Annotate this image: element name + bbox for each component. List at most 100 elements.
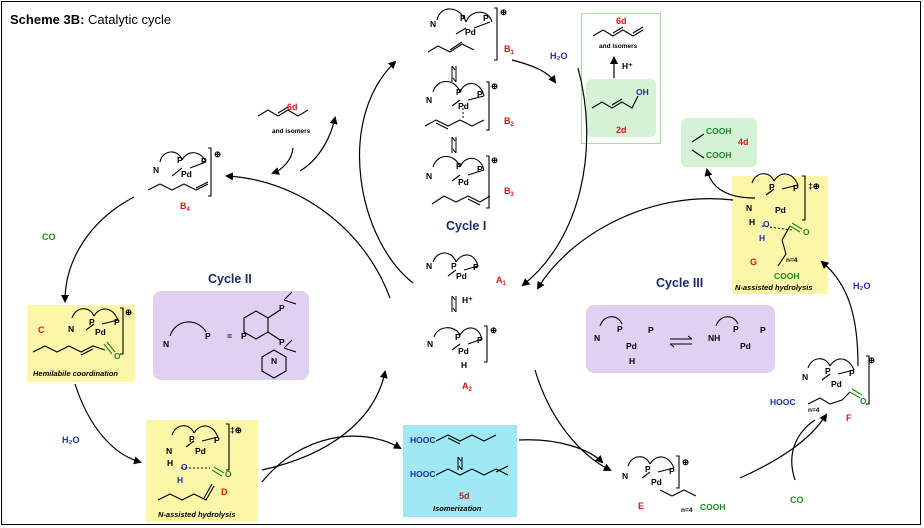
arrow-b3-to-a1 [521, 67, 588, 287]
label-a2: A2 [462, 381, 472, 394]
d-pd: Pd [195, 446, 206, 456]
arrow-6d-to-b4 [271, 147, 294, 175]
label-b2: B2 [504, 116, 514, 129]
arrow-d-to-5d [261, 435, 402, 483]
tether-e [627, 456, 675, 469]
b1-pd: Pd [465, 27, 476, 37]
caption-hemilabile: Hemilabile coordination [33, 369, 119, 378]
caption-isomers-left: and isomers [272, 128, 311, 135]
ligand-bonds [267, 291, 297, 353]
ligand-ring [243, 310, 269, 340]
tether-b2 [432, 80, 485, 97]
chain-b1 [427, 41, 475, 53]
b2-n: N [426, 95, 433, 105]
ligand-eq: = [227, 331, 232, 341]
b1-charge: ⊕ [500, 7, 508, 17]
b3-charge: ⊕ [491, 155, 499, 165]
e-p2: P [669, 466, 675, 476]
tether-a2 [433, 327, 483, 340]
tether-g [751, 173, 799, 186]
c-p1: P [89, 317, 95, 327]
g-n4: n=4 [786, 257, 798, 264]
b2-pd: Pd [458, 101, 469, 111]
ligand-p-top: P [279, 303, 285, 313]
b3-n: N [426, 171, 433, 181]
label-d: D [221, 487, 228, 497]
caption-isomers-top: and isomers [599, 43, 638, 50]
chain-f [807, 391, 851, 405]
a2-charge: ⊕ [490, 325, 498, 335]
arrow-co-to-f [791, 419, 816, 481]
label-b4: B4 [180, 201, 190, 214]
eq-right-pd: Pd [740, 341, 751, 351]
arrow-g-to-4d [704, 168, 756, 199]
a1-p2: P [473, 262, 479, 272]
eq-left-p2: P [648, 325, 654, 335]
f-p2: P [849, 368, 855, 378]
5d-hooc-top: HOOC [410, 435, 436, 445]
arrow-f-to-g [820, 260, 859, 367]
chain-5d-b [435, 465, 509, 476]
b4-p1: P [177, 155, 183, 165]
intermediate-d-box [146, 420, 258, 522]
chain-6d-top [592, 26, 644, 37]
tether-c [71, 308, 119, 321]
cycle-2-title: Cycle II [208, 272, 252, 286]
chain-2d [591, 95, 639, 109]
g-charge: ‡⊕ [808, 181, 820, 191]
b4-charge: ⊕ [214, 149, 222, 159]
pd-bonds [85, 21, 855, 479]
tether-d [171, 425, 219, 438]
ligand-p-bottom: P [279, 337, 285, 347]
arrow-b4-to-6d [299, 116, 338, 172]
tether-b3 [432, 155, 485, 171]
chain-c [32, 345, 106, 356]
d-p2: P [214, 435, 220, 445]
a1-pd: Pd [456, 271, 467, 281]
d-o-water: O [181, 462, 188, 472]
5d-hooc-bottom: HOOC [410, 469, 436, 479]
b4-n: N [153, 165, 160, 175]
arrow-b1-to-product [511, 59, 557, 84]
e-cooh: COOH [700, 502, 726, 512]
chain-b4 [147, 181, 209, 191]
e-charge: ⊕ [682, 457, 690, 467]
eq-right-p1: P [733, 324, 739, 334]
label-f: F [846, 413, 852, 423]
b2-p1: P [456, 87, 462, 97]
d-charge: ‡⊕ [230, 425, 242, 435]
label-b3: B3 [504, 186, 514, 199]
reagent-co-right: CO [790, 495, 804, 505]
eq-left-h: H [629, 356, 636, 366]
c-p2: P [114, 317, 120, 327]
a2-pd: Pd [458, 346, 469, 356]
scheme-label: Scheme 3B: [10, 12, 85, 27]
b1-p2: P [483, 13, 489, 23]
g-h-n: H [749, 217, 756, 227]
eq-left-n: N [594, 333, 601, 343]
f-p1: P [825, 366, 831, 376]
chain-e [659, 489, 697, 497]
label-5d: 5d [459, 491, 470, 501]
tether-a1 [432, 252, 479, 267]
arrow-to-b4 [225, 172, 391, 299]
diacid-4d-box [681, 118, 757, 167]
f-o: O [860, 396, 867, 406]
d-n: N [166, 446, 173, 456]
arrow-5d-to-e [518, 439, 604, 464]
c-pd: Pd [95, 327, 106, 337]
eq-right-p2: P [760, 325, 766, 335]
f-n: N [802, 372, 809, 382]
eq-right-nh: NH [708, 333, 721, 343]
tether-eq-right [715, 316, 739, 327]
chain-d [157, 483, 215, 501]
chain-g [777, 225, 791, 267]
g-h-water: H [759, 233, 766, 243]
a1-p1: P [451, 261, 457, 271]
a2-p1: P [455, 332, 461, 342]
tether-eq-left [599, 316, 623, 327]
4d-cooh-bottom: COOH [706, 150, 732, 160]
